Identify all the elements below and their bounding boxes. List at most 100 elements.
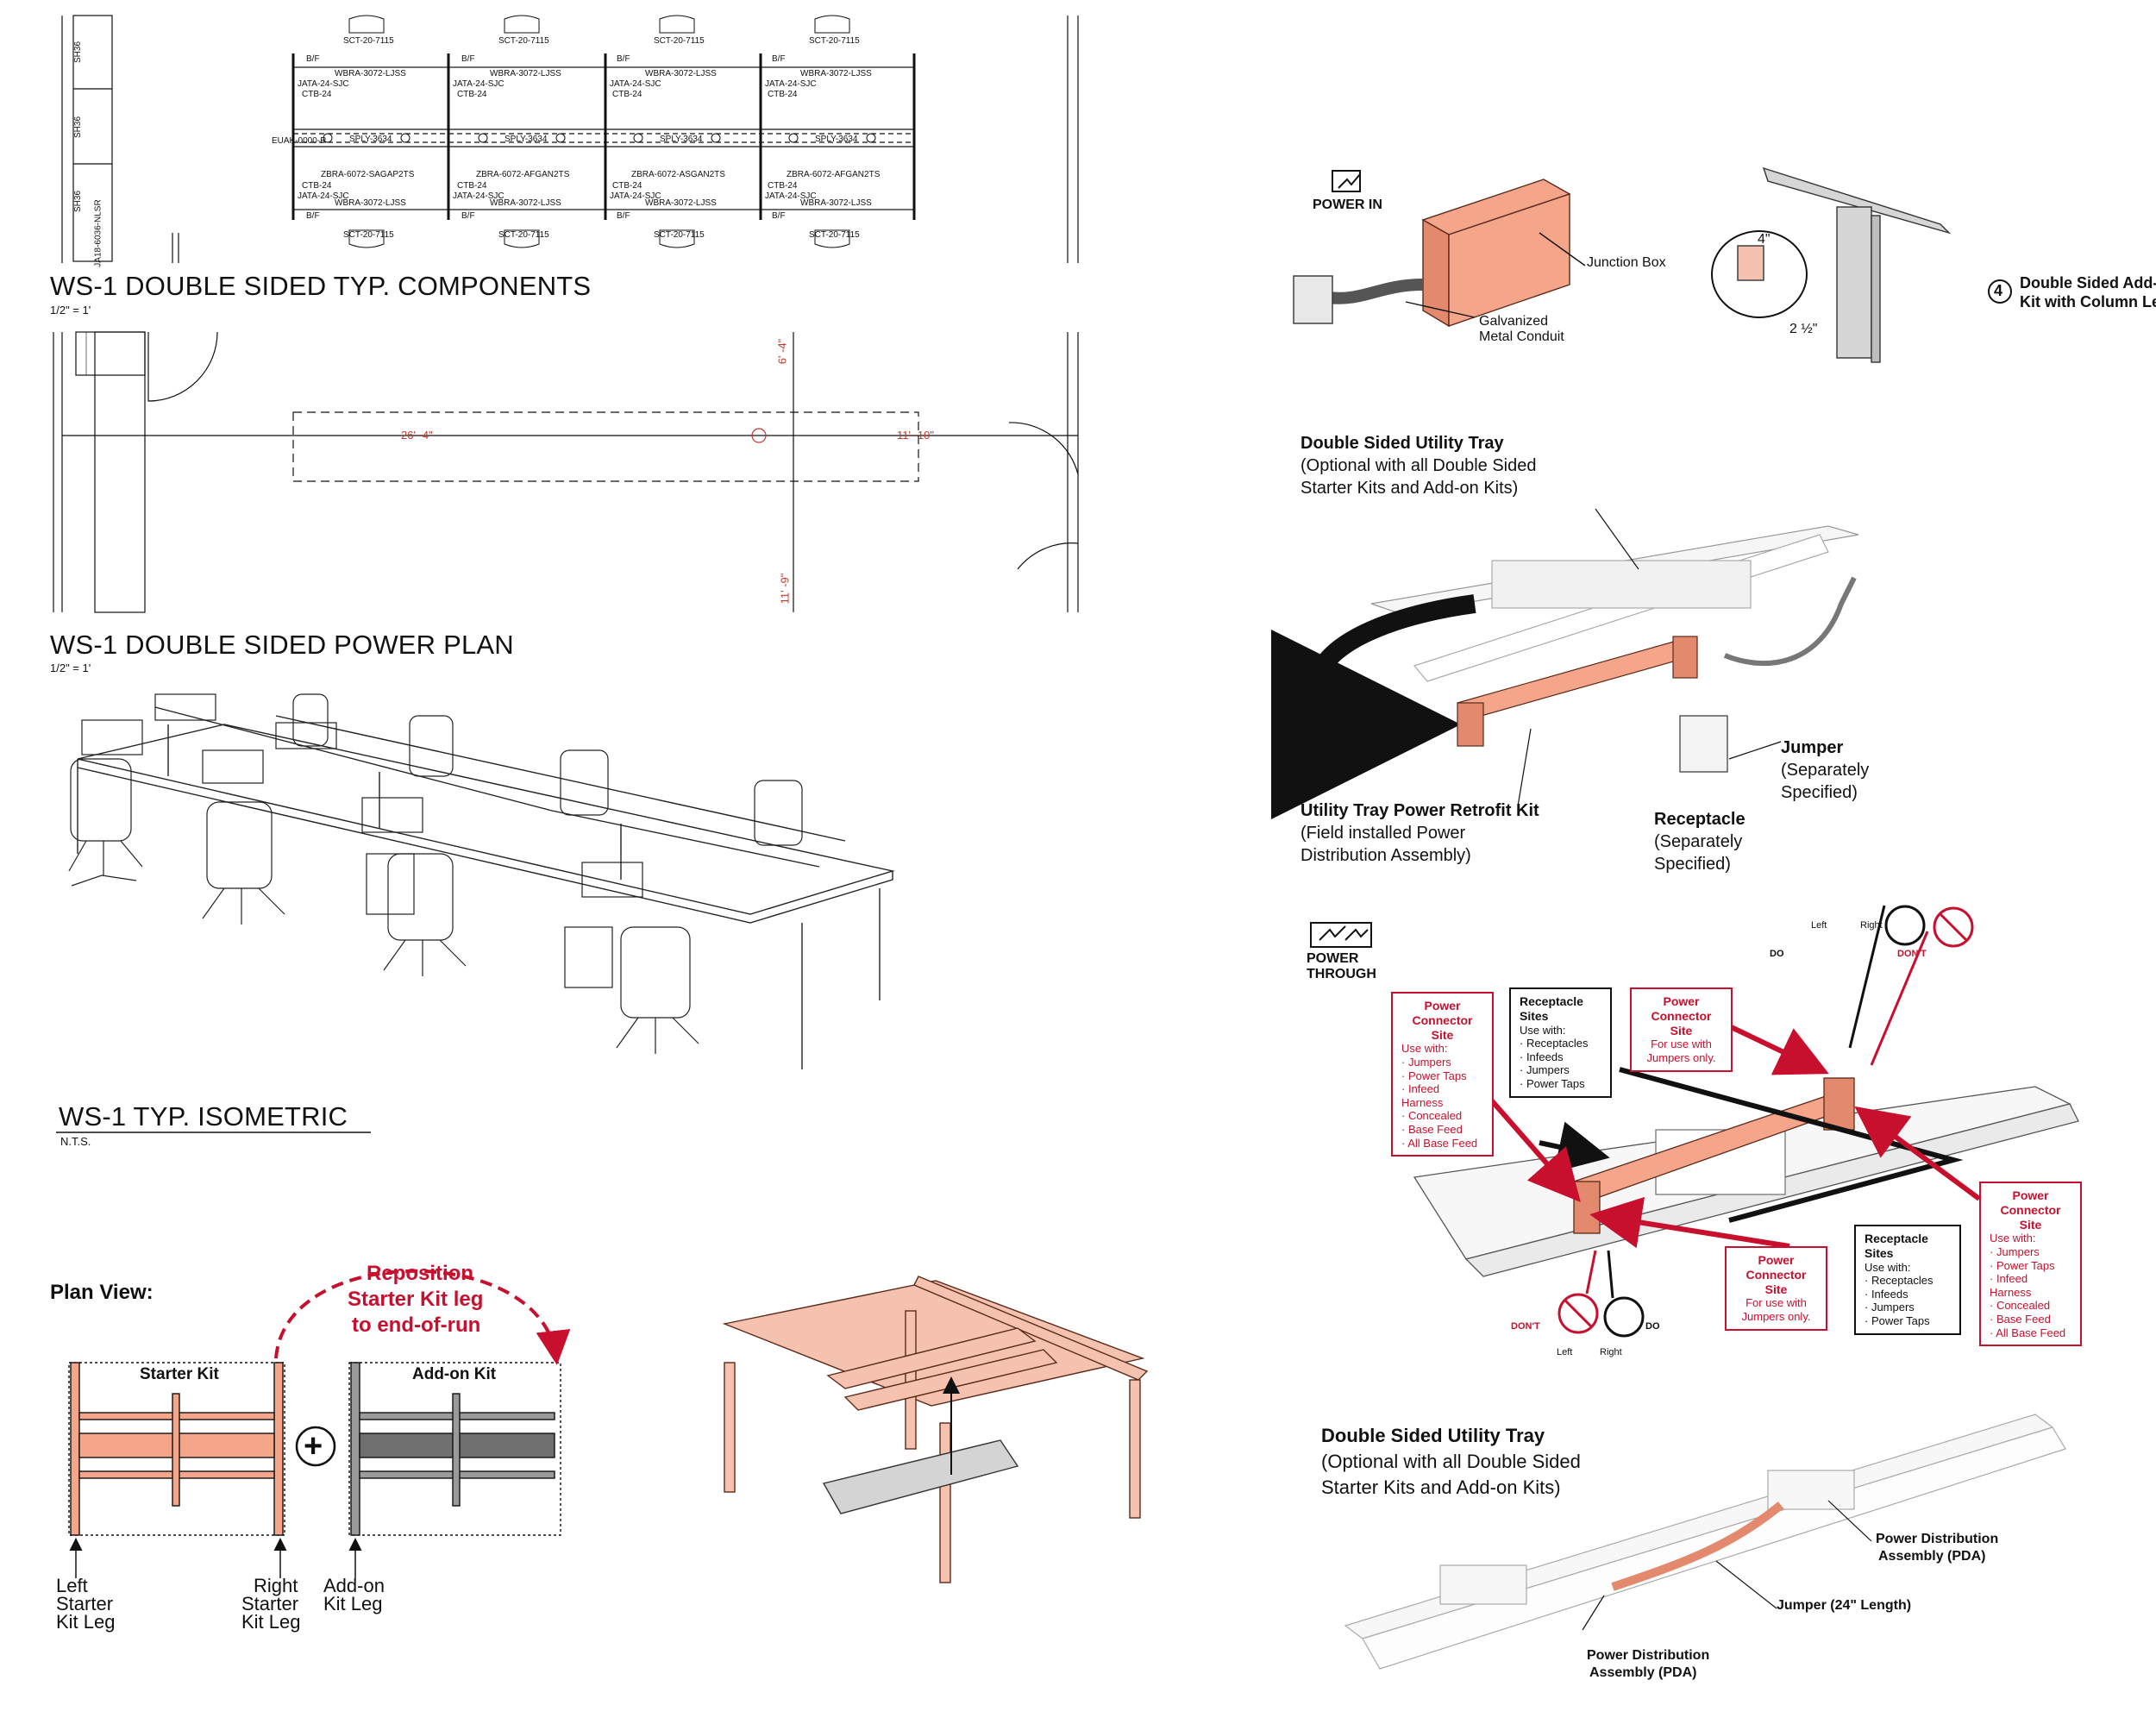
- desk-top-label: WBRA-3072-LJSS: [335, 69, 406, 78]
- power-through-drawing: [1310, 905, 2079, 1338]
- callout-item: · Receptacles: [1865, 1274, 1934, 1288]
- spine-label: SPLY-3634: [505, 135, 548, 144]
- ctb-tag: CTB-24: [457, 90, 487, 99]
- dimension-4in: 4": [1758, 232, 1771, 247]
- spine-label: SPLY-3634: [660, 135, 703, 144]
- callout-use: Use with:: [1520, 1023, 1566, 1037]
- bf-tag: B/F: [617, 211, 630, 221]
- chair-tag: SCT-20-7115: [809, 230, 860, 240]
- do-label-top: DO: [1770, 949, 1784, 959]
- callout-item: · Jumpers: [1401, 1055, 1451, 1069]
- leg-tag: JATA-24-SJC: [765, 79, 817, 89]
- callout-item: · Base Feed: [1401, 1122, 1463, 1136]
- step-number: 4: [1994, 282, 2003, 299]
- dimension-right: 11' -10": [897, 429, 934, 442]
- tray2-sub-line2: Starter Kits and Add-on Kits): [1321, 1476, 1561, 1498]
- chair-tag: SCT-20-7115: [498, 36, 549, 46]
- side-tag: SH36: [73, 190, 84, 213]
- power-connector-site-callout: Power Connector Site Use with: · Jumpers…: [1391, 992, 1494, 1157]
- callout-item: · Base Feed: [1990, 1312, 2051, 1326]
- tray2-title: Double Sided Utility Tray: [1321, 1425, 1545, 1446]
- left-leg-line3: Kit Leg: [56, 1611, 116, 1633]
- retrofit-line2: Distribution Assembly): [1300, 846, 1471, 865]
- callout-line: For use with: [1745, 1296, 1807, 1310]
- left-label-bottom: Left: [1557, 1347, 1573, 1357]
- reposition-line3: to end-of-run: [352, 1313, 481, 1337]
- bf-tag: B/F: [617, 54, 630, 64]
- addon-leg-line2: Kit Leg: [323, 1593, 383, 1614]
- side-tag: SH36: [73, 41, 84, 64]
- callout-item: · Infeed Harness: [1401, 1082, 1444, 1109]
- components-plan-drawing: [61, 15, 1079, 263]
- callout-use: Use with:: [1990, 1232, 2036, 1245]
- power-in-drawing: [1293, 166, 2012, 363]
- power-in-label: POWER IN: [1313, 197, 1382, 212]
- conduit-line1: Galvanized: [1479, 314, 1549, 329]
- desk-top-label: WBRA-3072-LJSS: [490, 69, 561, 78]
- starter-kit-label: Starter Kit: [140, 1365, 219, 1383]
- tray1-sub-line2: Starter Kits and Add-on Kits): [1300, 479, 1519, 498]
- leg-tag: JATA-24-SJC: [765, 191, 817, 201]
- isometric-drawing: [68, 693, 895, 1069]
- conduit-line2: Metal Conduit: [1479, 329, 1564, 344]
- utility-tray-1-drawing: [1270, 508, 1859, 819]
- leg-tag: JATA-24-SJC: [298, 191, 349, 201]
- ctb-tag: CTB-24: [612, 181, 642, 191]
- ctb-tag: CTB-24: [302, 90, 332, 99]
- callout-item: · All Base Feed: [1401, 1136, 1478, 1150]
- plus-sign: +: [304, 1428, 323, 1464]
- retrofit-line1: (Field installed Power: [1300, 824, 1466, 843]
- addon-kit-label: Add-on Kit: [412, 1365, 497, 1383]
- addon-leg-line1: Add-on: [323, 1575, 385, 1596]
- spine-label: SPLY-3634: [349, 135, 392, 144]
- chair-tag: SCT-20-7115: [343, 36, 394, 46]
- callout-item: · Receptacles: [1520, 1037, 1589, 1050]
- spine-label: SPLY-3634: [815, 135, 858, 144]
- left-label-top: Left: [1811, 920, 1827, 931]
- bf-tag: B/F: [461, 54, 475, 64]
- dont-label-top: DON'T: [1897, 949, 1927, 959]
- jumper-line1: (Separately: [1781, 761, 1870, 780]
- chair-tag: SCT-20-7115: [343, 230, 394, 240]
- callout-item: · Jumpers: [1865, 1301, 1915, 1314]
- tray1-title: Double Sided Utility Tray: [1300, 434, 1504, 453]
- callout-item: · Concealed: [1990, 1299, 2051, 1313]
- dont-label-bottom: DON'T: [1511, 1321, 1540, 1332]
- pda-top-line2: Assembly (PDA): [1878, 1549, 1986, 1564]
- jumper-line2: Specified): [1781, 783, 1858, 802]
- screen-label: ZBRA-6072-AFGAN2TS: [787, 170, 881, 179]
- callout-title-line1: Power: [2012, 1188, 2049, 1202]
- receptacle-sites-callout: Receptacle Sites Use with: · Receptacles…: [1509, 987, 1612, 1098]
- bf-tag: B/F: [772, 54, 786, 64]
- frame-isometric-drawing: [722, 1276, 1149, 1583]
- tray1-sub-line1: (Optional with all Double Sided: [1300, 456, 1537, 475]
- bf-tag: B/F: [772, 211, 786, 221]
- desk-bottom-label: WBRA-3072-LJSS: [800, 198, 872, 208]
- addon-column-line1: Double Sided Add-On: [2020, 274, 2156, 292]
- callout-item: · Jumpers: [1990, 1244, 2040, 1258]
- callout-line: Jumpers only.: [1741, 1309, 1811, 1323]
- reposition-line1: Reposition: [367, 1262, 473, 1285]
- receptacle-sites-callout: Receptacle Sites Use with: · Receptacles…: [1854, 1225, 1961, 1335]
- jumper-title: Jumper: [1781, 738, 1844, 757]
- ctb-tag: CTB-24: [302, 181, 332, 191]
- leg-tag: JATA-24-SJC: [610, 191, 661, 201]
- power-connector-site-callout: Power Connector Site Use with: · Jumpers…: [1979, 1182, 2082, 1347]
- left-leg-line1: Left: [56, 1575, 88, 1596]
- isometric-title: WS-1 TYP. ISOMETRIC: [59, 1101, 348, 1132]
- callout-item: · Power Taps: [1401, 1069, 1467, 1082]
- dimension-left: 26' -4": [401, 429, 433, 442]
- reposition-line2: Starter Kit leg: [348, 1288, 484, 1311]
- feed-tag: EUAK-0000-R: [272, 136, 327, 146]
- components-title: WS-1 DOUBLE SIDED TYP. COMPONENTS: [50, 271, 592, 301]
- callout-item: · Power Taps: [1865, 1313, 1930, 1327]
- desk-bottom-label: WBRA-3072-LJSS: [645, 198, 717, 208]
- power-through-line1: POWER: [1307, 951, 1359, 966]
- side-tag: SH36: [73, 116, 84, 139]
- callout-use: Use with:: [1401, 1042, 1448, 1056]
- chair-tag: SCT-20-7115: [498, 230, 549, 240]
- left-leg-line2: Starter: [56, 1593, 114, 1614]
- callout-item: · All Base Feed: [1990, 1326, 2066, 1339]
- screen-label: ZBRA-6072-AFGAN2TS: [476, 170, 570, 179]
- ctb-tag: CTB-24: [768, 181, 798, 191]
